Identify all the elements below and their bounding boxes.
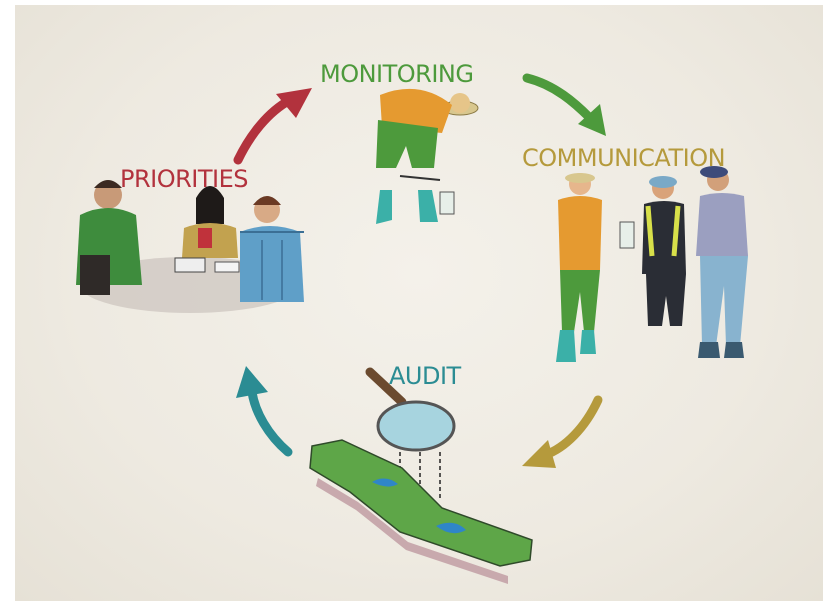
label-priorities: PRIORITIES [120,165,249,193]
label-audit: AUDIT [389,362,461,390]
map-icon [309,439,533,584]
arrow-communication-to-audit [522,395,603,468]
communication-illustration [556,166,748,362]
priorities-illustration [76,180,304,313]
arrow-audit-to-priorities [236,366,293,457]
arrow-priorities-to-monitoring [233,88,312,165]
monitoring-illustration [376,88,479,224]
label-communication: COMMUNICATION [522,144,726,172]
arrow-monitoring-to-communication [522,73,606,136]
label-monitoring: MONITORING [320,60,474,88]
magnifying-glass-icon [365,367,456,498]
